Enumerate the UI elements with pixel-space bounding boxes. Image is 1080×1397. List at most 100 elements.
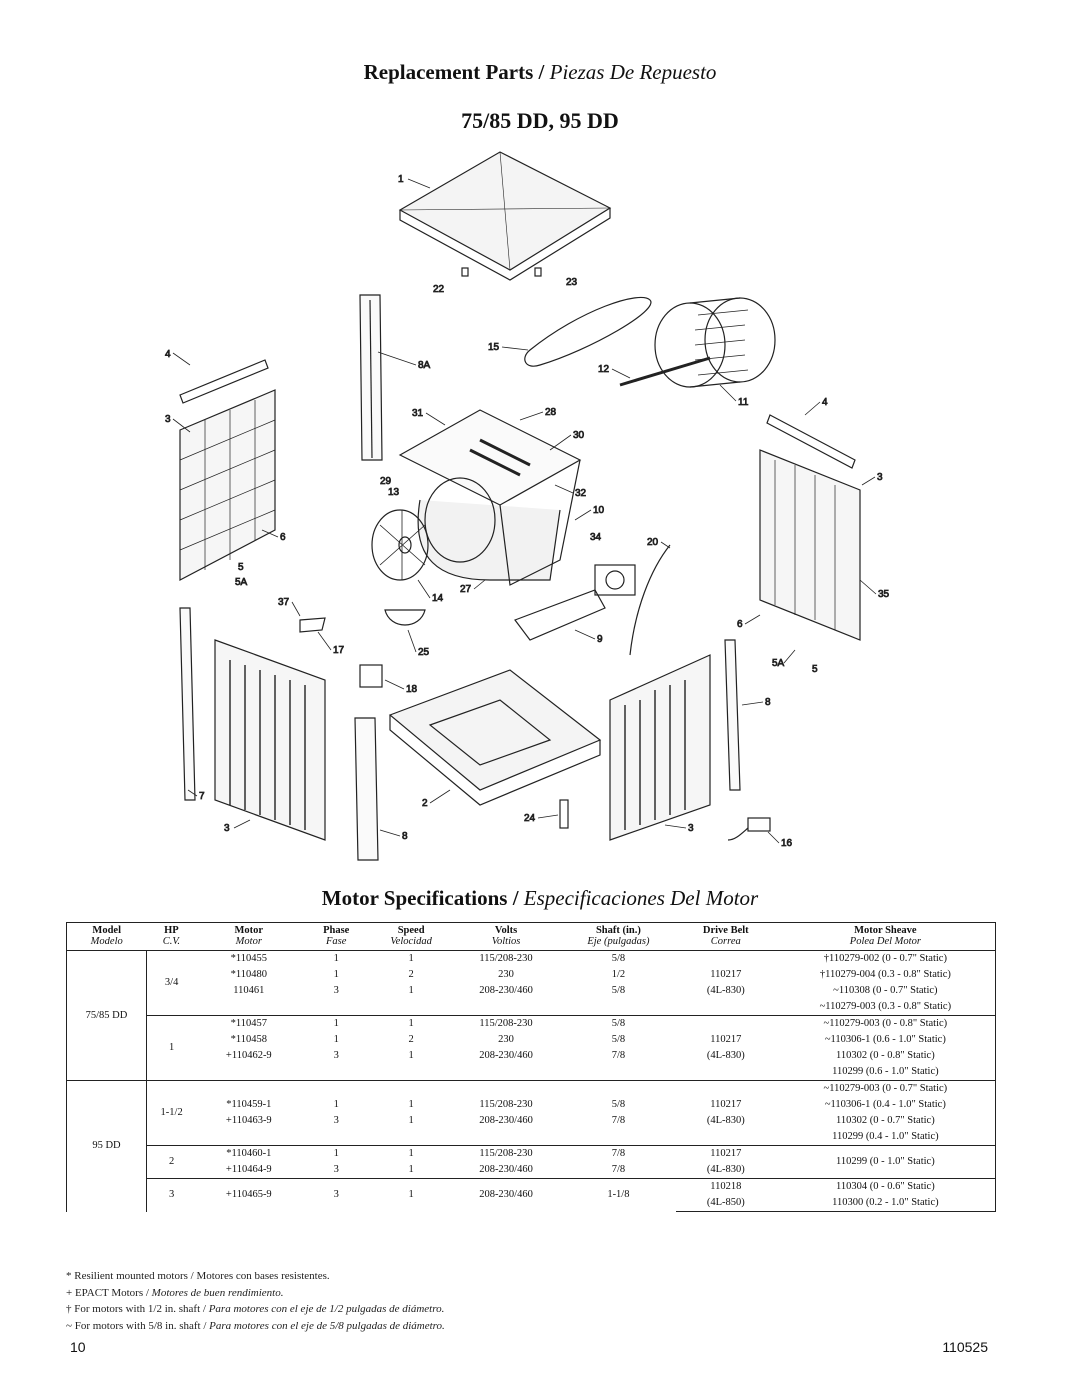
phase-cell: 3	[333, 1050, 339, 1061]
phase-cell: 1	[301, 1145, 372, 1162]
phase-cell: 1	[333, 1099, 339, 1110]
belt-part: 110217	[710, 1099, 742, 1110]
svg-text:18: 18	[406, 684, 418, 695]
volts-cell: 230	[498, 1034, 514, 1045]
bottom-pan-drawing	[388, 669, 602, 806]
svg-text:5A: 5A	[235, 577, 248, 588]
shaft-cell: 1-1/8	[560, 1178, 676, 1212]
volts-cell: 115/208-230	[479, 1099, 533, 1110]
header-model: Model	[66, 922, 147, 936]
table-row: ~110279-003 (0.3 - 0.8" Static)	[67, 999, 996, 1016]
right-pad-frame-drawing	[759, 449, 861, 641]
table-row: 75/85 DD 3/4 *110455 1 1 115/208-230 5/8…	[66, 950, 996, 1081]
svg-text:30: 30	[573, 430, 585, 441]
footnote-half-inch-shaft: † For motors with 1/2 in. shaft / Para m…	[66, 1301, 445, 1318]
sheave-cell: ~110279-003 (0 - 0.8" Static)	[775, 1015, 996, 1032]
speed-cell: 1	[408, 953, 414, 964]
belt-part: 110218	[675, 1178, 776, 1195]
model-heading: 75/85 DD, 95 DD	[461, 108, 619, 133]
sheave-cell: ~110306-1 (0.6 - 1.0" Static)	[775, 1032, 996, 1048]
title-spanish: Piezas De Repuesto	[549, 60, 717, 84]
volts-cell: 208-230/460	[479, 1050, 533, 1061]
subheader-cv: C.V.	[146, 936, 197, 951]
title-separator: /	[538, 60, 545, 84]
sheave-cell: ~110306-1 (0.4 - 1.0" Static)	[775, 1097, 996, 1113]
svg-text:3: 3	[688, 823, 694, 834]
header-hp: HP	[146, 922, 197, 936]
corner-post-drawing	[359, 294, 383, 461]
table-subheader-row: Modelo C.V. Motor Fase Velocidad Voltios…	[66, 936, 996, 951]
table-row: +110464-9 3 1 208-230/460 7/8 (4L-830)	[67, 1162, 996, 1178]
sheave-cell: 110304 (0 - 0.6" Static)	[775, 1178, 996, 1195]
sheave-cell: ~110279-003 (0.3 - 0.8" Static)	[775, 999, 996, 1016]
footnote-five-eighths-shaft: ~ For motors with 5/8 in. shaft / Para m…	[66, 1318, 445, 1335]
svg-text:8: 8	[402, 831, 408, 842]
svg-text:31: 31	[412, 408, 424, 419]
volts-cell: 208-230/460	[479, 985, 533, 996]
svg-text:32: 32	[575, 488, 587, 499]
motor-cell: +110463-9	[225, 1115, 272, 1126]
svg-text:5: 5	[238, 562, 244, 573]
hp-cell: 1	[146, 1015, 197, 1081]
svg-text:3: 3	[165, 414, 171, 425]
motor-specs-title: Motor Specifications / Especificaciones …	[0, 886, 1080, 911]
blower-housing-drawing	[398, 409, 582, 586]
motor-cell: 110461	[233, 985, 265, 996]
motor-title-separator: /	[512, 886, 519, 910]
svg-text:11: 11	[738, 397, 749, 408]
subheader-fase: Fase	[301, 936, 372, 951]
table-row: *110480 1 2 230 1/2 †110279-004 (0.3 - 0…	[67, 967, 996, 983]
footnotes: * Resilient mounted motors / Motores con…	[66, 1268, 445, 1334]
svg-text:1: 1	[398, 174, 404, 185]
motor-cell: *110460-1	[196, 1145, 302, 1162]
footnote-text: * Resilient mounted motors / Motores con…	[66, 1270, 330, 1282]
table-row: 1 *110457 1 1 115/208-230 5/8 110217(4L-…	[67, 1015, 996, 1081]
volts-cell: 208-230/460	[479, 1164, 533, 1175]
header-volts: Volts	[451, 922, 561, 936]
svg-text:14: 14	[432, 593, 444, 604]
shaft-cell: 5/8	[560, 1015, 676, 1032]
top-cover-drawing	[398, 151, 612, 281]
volts-cell: 230	[498, 969, 514, 980]
belt-size: (4L-830)	[706, 1164, 745, 1175]
right-louver-panel-drawing	[609, 654, 711, 841]
page-number: 10	[70, 1339, 86, 1355]
speed-cell: 1	[408, 985, 414, 996]
phase-cell: 3	[333, 985, 339, 996]
belt-size: (4L-850)	[675, 1195, 776, 1212]
table-row: 110299 (0.4 - 1.0" Static)	[67, 1129, 996, 1146]
svg-text:16: 16	[781, 838, 793, 849]
sheave-cell: †110279-004 (0.3 - 0.8" Static)	[775, 967, 996, 983]
motor-cell: *110480	[230, 969, 267, 980]
blower-wheel-drawing	[654, 297, 776, 388]
svg-text:17: 17	[333, 645, 345, 656]
belt-cell: 110217(4L-830)	[675, 1015, 776, 1081]
subheader-correa: Correa	[675, 936, 776, 951]
phase-cell: 3	[333, 1115, 339, 1126]
belt-part: 110217	[675, 1145, 776, 1162]
shaft-cell: 5/8	[611, 1099, 626, 1110]
pulley-drawing	[371, 509, 429, 581]
volts-cell: 115/208-230	[451, 1145, 561, 1162]
model-cell: 75/85 DD	[66, 950, 147, 1081]
svg-text:8: 8	[765, 697, 771, 708]
svg-text:6: 6	[737, 619, 743, 630]
svg-text:9: 9	[597, 634, 603, 645]
table-header-row: Model HP Motor Phase Speed Volts Shaft (…	[66, 922, 996, 936]
svg-text:5A: 5A	[772, 658, 785, 669]
shaft-cell: 5/8	[611, 1034, 626, 1045]
svg-text:3: 3	[224, 823, 230, 834]
shaft-cell: 7/8	[611, 1115, 626, 1126]
motor-cell: *110455	[230, 953, 267, 964]
sheave-cell: 110302 (0 - 0.8" Static)	[775, 1048, 996, 1064]
subheader-voltios: Voltios	[451, 936, 561, 951]
shaft-cell: 1/2	[611, 969, 626, 980]
document-number: 110525	[942, 1339, 988, 1355]
footnote-epact: + EPACT Motors / Motores de buen rendimi…	[66, 1285, 445, 1302]
svg-text:25: 25	[418, 647, 430, 658]
table-row: 110461 3 1 208-230/460 5/8 ~110308 (0 - …	[67, 983, 996, 999]
motor-cell: *110457	[196, 1015, 302, 1032]
left-louver-panel-drawing	[214, 639, 326, 841]
svg-text:2: 2	[422, 798, 428, 809]
table-row: *110458 1 2 230 5/8 ~110306-1 (0.6 - 1.0…	[67, 1032, 996, 1048]
